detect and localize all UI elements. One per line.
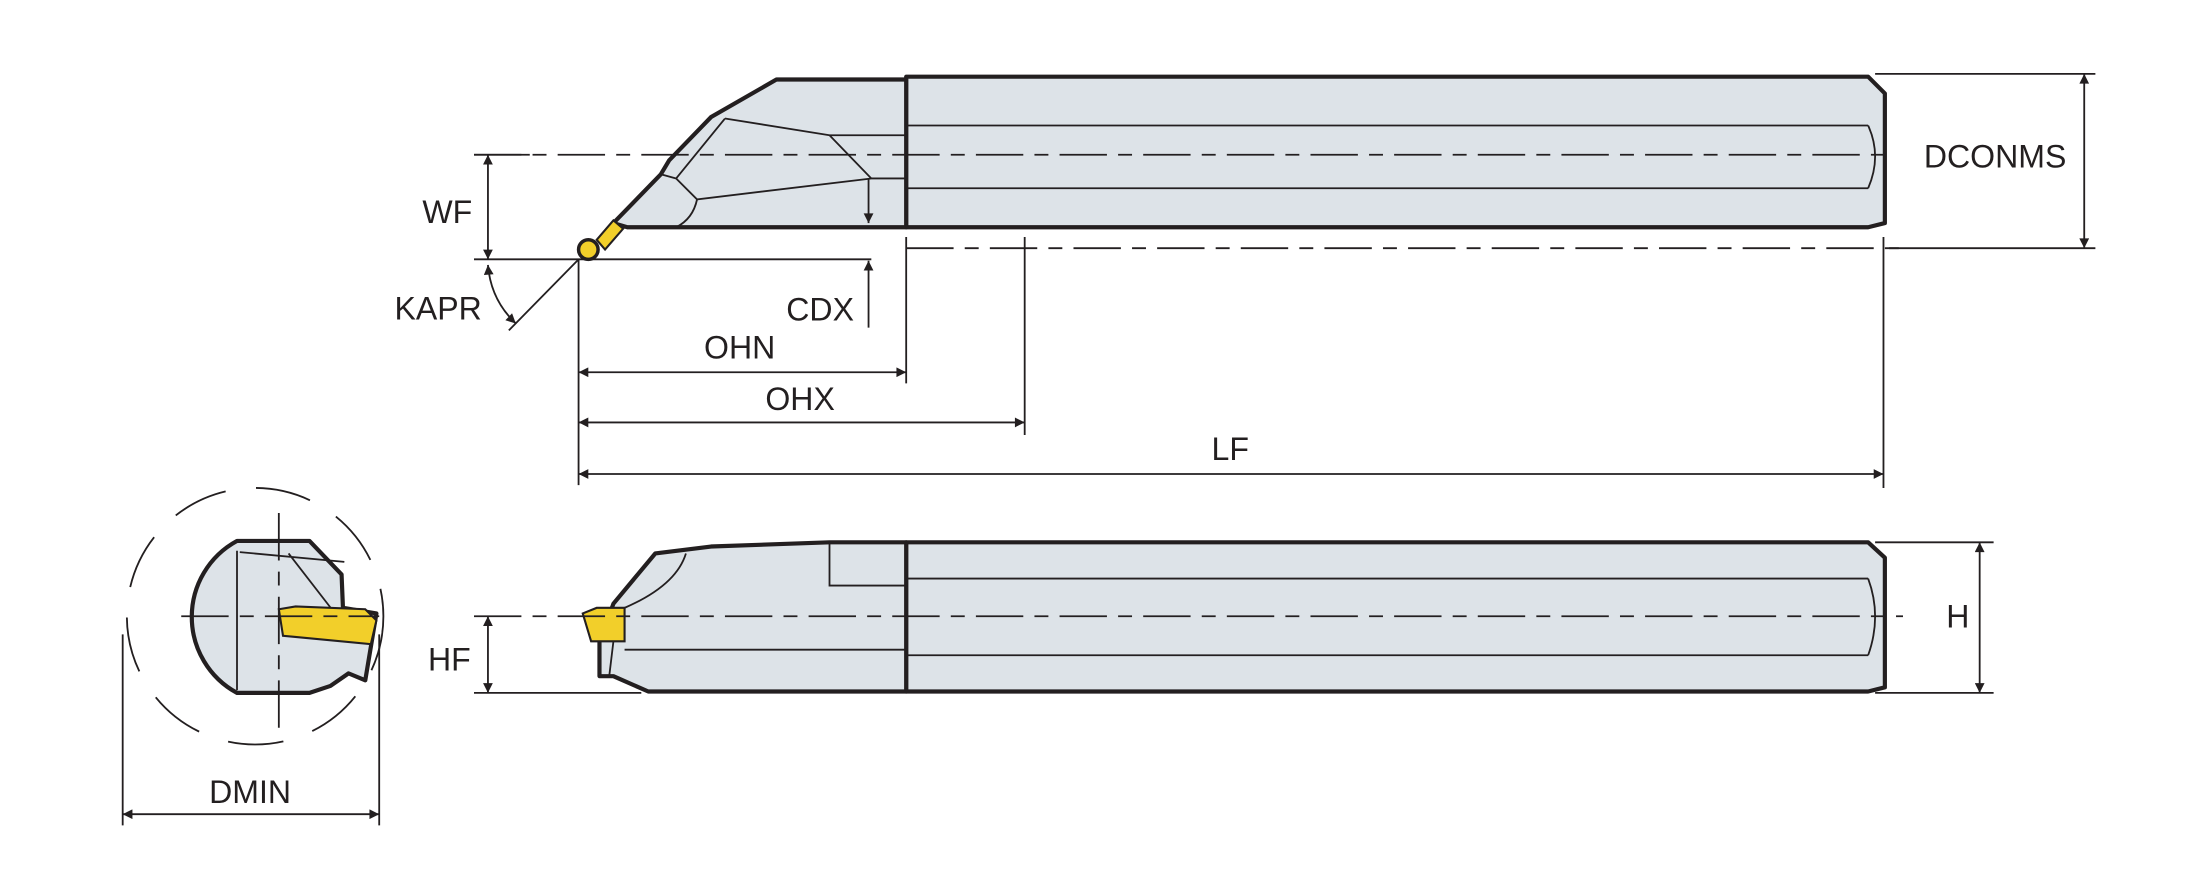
ohn-label: OHN: [704, 329, 775, 365]
side-insert: [581, 606, 626, 643]
side-view: HF H: [428, 540, 1994, 694]
min-bore-circle: [125, 487, 385, 746]
cdx-label: CDX: [786, 292, 854, 328]
kapr-label: KAPR: [395, 290, 482, 326]
top-head: [611, 77, 909, 230]
top-view: WF KAPR CDX OHN OHX LF DCONMS: [395, 72, 2096, 488]
top-shank: [904, 74, 1887, 230]
top-insert: [576, 218, 625, 262]
lf-label: LF: [1212, 431, 1249, 467]
kapr-dimension: [483, 264, 517, 325]
ohx-label: OHX: [765, 381, 834, 417]
end-view: DMIN: [121, 487, 385, 826]
head-edges: [660, 117, 907, 229]
wf-label: WF: [422, 194, 472, 230]
h-label: H: [1946, 598, 1969, 634]
dmin-label: DMIN: [209, 774, 291, 810]
dconms-label: DCONMS: [1924, 138, 2066, 174]
hf-label: HF: [428, 642, 471, 678]
